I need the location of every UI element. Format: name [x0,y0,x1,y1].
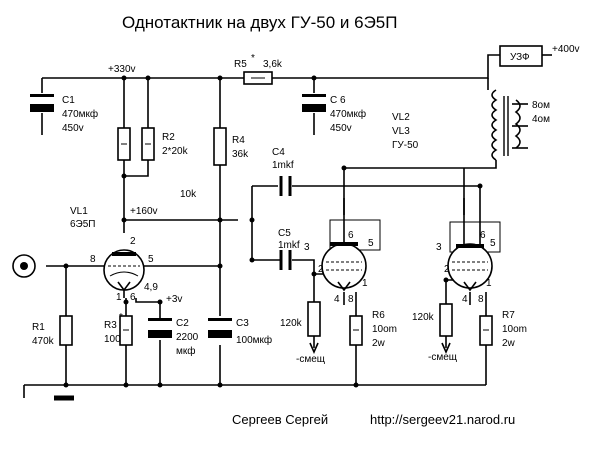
pin-vl2-1: 1 [362,278,368,289]
label-r5-star: * [251,53,255,64]
label-vl1-type: 6Э5П [70,219,96,230]
label-r1-value: 470k [32,336,55,347]
wires [23,54,552,401]
label-r3-name: R3 [104,320,117,331]
capacitor-c5 [279,250,292,270]
label-gu50: ГУ-50 [392,140,419,151]
pin-vl3-4: 4 [462,294,468,305]
pin-vl1-8: 8 [90,254,96,265]
label-c6-voltage: 450v [330,123,352,134]
pin-vl3-8: 8 [478,294,484,305]
label-r2-value: 2*20k [162,146,189,157]
label-bias-a: -смещ [296,354,325,365]
label-vl2: VL2 [392,112,410,123]
pin-vl1-1: 1 [116,292,122,303]
component-labels: +330v +400v +160v 10k C1 470мкф 450v R5 … [32,44,580,365]
pin-vl3-3: 3 [436,242,442,253]
label-c6-value: 470мкф [330,108,366,120]
label-r5-value: 3,6k [263,59,283,70]
label-r4-value: 36k [232,149,249,160]
tube-vl3 [447,221,501,292]
pin-vl1-2: 2 [130,236,136,247]
label-c4-name: C4 [272,147,285,158]
pin-vl3-2: 2 [444,264,450,275]
label-plus3: +3v [166,294,182,305]
capacitor-c1 [30,94,54,112]
pin-vl1-6: 6 [130,292,136,303]
label-r7-power: 2w [502,338,516,349]
label-plus400: +400v [552,44,580,55]
pin-vl1-5: 5 [148,254,154,265]
label-r4-name: R4 [232,135,245,146]
resistor-r1 [59,315,73,346]
label-4ohm: 4ом [532,114,550,125]
label-r3-star: * [119,312,123,323]
label-plus160: +160v [130,206,158,217]
label-r3-value: 100 [104,334,121,345]
resistor-r4 [213,127,227,166]
resistor-120k-a [307,301,321,337]
pin-vl2-4: 4 [334,294,340,305]
pin-vl3-1: 1 [486,278,492,289]
pin-vl2-2: 2 [318,264,324,275]
label-c5-value: 1mkf [278,240,300,251]
label-c1-voltage: 450v [62,123,84,134]
label-vl3: VL3 [392,126,410,137]
label-c2-value: 2200 [176,332,199,343]
tube-vl1 [103,249,145,298]
label-120k-b: 120k [412,312,435,323]
label-r7-value: 10om [502,324,527,335]
label-r1-name: R1 [32,322,45,333]
label-r6-name: R6 [372,310,385,321]
label-10k: 10k [180,189,197,200]
label-bias-b: -смещ [428,352,457,363]
output-transformer [491,89,521,161]
label-c5-name: C5 [278,228,291,239]
pin-vl2-5: 5 [368,238,374,249]
label-r7-name: R7 [502,310,515,321]
label-c1-value: 470мкф [62,108,98,120]
label-c3-name: C3 [236,318,249,329]
capacitor-c2 [148,318,172,338]
pin-vl2-6: 6 [348,230,354,241]
resistor-120k-b [439,303,453,337]
input-jack [12,254,36,278]
capacitor-c6 [302,94,326,112]
label-c2-name: C2 [176,318,189,329]
label-c1-name: C1 [62,95,75,106]
uzf-module [499,45,543,67]
label-c6-name: C 6 [330,95,346,106]
author-url: http://sergeev21.narod.ru [370,412,515,427]
label-c3-value: 100мкф [236,334,272,346]
label-r6-value: 10om [372,324,397,335]
label-c2-unit: мкф [176,345,195,357]
pin-vl3-6: 6 [480,230,486,241]
pin-vl2-3: 3 [304,242,310,253]
author-name: Сергеев Сергей [232,412,328,427]
tube-vl2 [321,219,381,292]
pin-vl3-5: 5 [490,238,496,249]
label-uzf: УЗФ [510,52,530,63]
label-vl1-name: VL1 [70,206,88,217]
capacitor-c3 [208,318,232,338]
label-r2-name: R2 [162,132,175,143]
label-c4-value: 1mkf [272,160,294,171]
schematic-title: Однотактник на двух ГУ-50 и 6Э5П [122,13,397,32]
label-8ohm: 8ом [532,100,550,111]
junction-dots [63,75,483,388]
label-plus330: +330v [108,64,136,75]
capacitor-c4 [279,176,292,196]
label-4-9: 4,9 [144,282,158,293]
pin-vl2-8: 8 [348,294,354,305]
label-120k-a: 120k [280,318,303,329]
label-r6-power: 2w [372,338,386,349]
label-r5-name: R5 [234,59,247,70]
